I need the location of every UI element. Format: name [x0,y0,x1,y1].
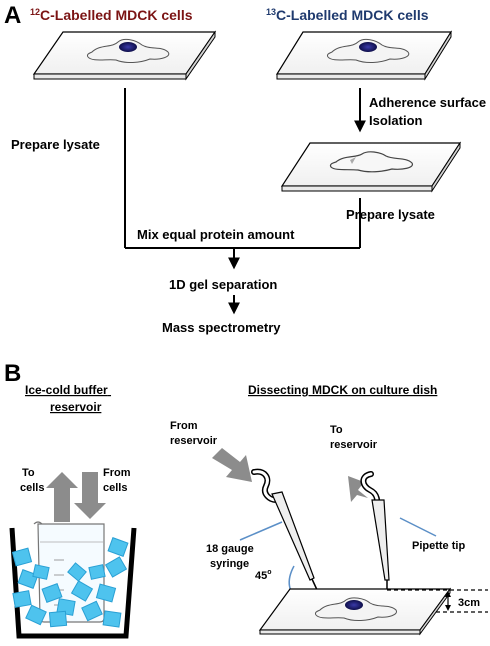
to-reservoir-line2: reservoir [330,439,378,451]
right-culture-title: 13C-Labelled MDCK cells [266,7,429,23]
angle-label: 45o [255,569,272,582]
adherence-line1: Adherence surface [369,95,486,110]
reservoir-title: Ice-cold buffer reservoir [25,383,111,414]
from-reservoir-label: From reservoir [170,420,218,447]
adherence-surface-dish [280,141,462,193]
left-title-text: C-Labelled MDCK cells [40,7,193,23]
prepare-lysate-left: Prepare lysate [11,137,100,152]
syringe [251,468,319,593]
mass-spec-step: Mass spectrometry [162,320,281,335]
left-title-superscript: 12 [30,7,40,17]
nucleus-12c [119,42,137,52]
to-reservoir-label: To reservoir [330,424,378,451]
gauge-line2: syringe [210,558,249,570]
from-reservoir-line2: reservoir [170,435,218,447]
adherence-line2: Isolation [369,113,423,128]
prepare-lysate-right: Prepare lysate [346,207,435,222]
panel-a-label: A [4,2,21,29]
right-title-superscript: 13 [266,7,276,17]
nucleus-b [345,600,363,610]
right-title-text: C-Labelled MDCK cells [276,7,429,23]
pipette-tip-label: Pipette tip [412,540,465,552]
pipette [360,471,390,590]
distance-label: 3cm [458,597,480,609]
gauge-callout-line [239,521,283,541]
from-reservoir-line1: From [170,420,198,432]
cell-footprint [329,151,414,173]
panel-b-label: B [4,360,21,387]
gel-separation-step: 1D gel separation [169,277,277,292]
nucleus-13c [359,42,377,52]
to-cells-label: To cells [20,467,44,494]
from-cells-line2: cells [103,482,127,494]
pipette-callout-line [399,517,437,537]
from-cells-label: From cells [103,467,134,494]
up-arrow-to-cells [46,472,78,522]
gauge-line1: 18 gauge [206,543,254,555]
mix-protein-step: Mix equal protein amount [137,227,295,242]
adherence-label: Adherence surface Isolation [369,95,490,128]
dissecting-title: Dissecting MDCK on culture dish [248,383,437,397]
to-reservoir-line1: To [330,424,343,436]
ice-bucket [9,521,137,639]
flow-lines-a [124,88,366,315]
angle-superscript: o [267,569,271,576]
distance-indicator [387,589,488,613]
from-cells-line1: From [103,467,131,479]
culture-dish-13c [275,30,453,81]
gauge-label: 18 gauge syringe [206,543,257,570]
ice-cubes [11,537,129,628]
reservoir-title-line1: Ice-cold buffer [25,383,108,397]
culture-dish-b [258,587,452,636]
to-cells-line1: To [22,467,35,479]
to-cells-line2: cells [20,482,44,494]
angle-value: 45 [255,570,267,582]
left-culture-title: 12C-Labelled MDCK cells [30,7,193,23]
down-arrow-from-cells [74,472,106,519]
culture-dish-12c [32,30,217,81]
reservoir-title-line2: reservoir [50,400,102,414]
arrow-from-reservoir [212,448,252,482]
